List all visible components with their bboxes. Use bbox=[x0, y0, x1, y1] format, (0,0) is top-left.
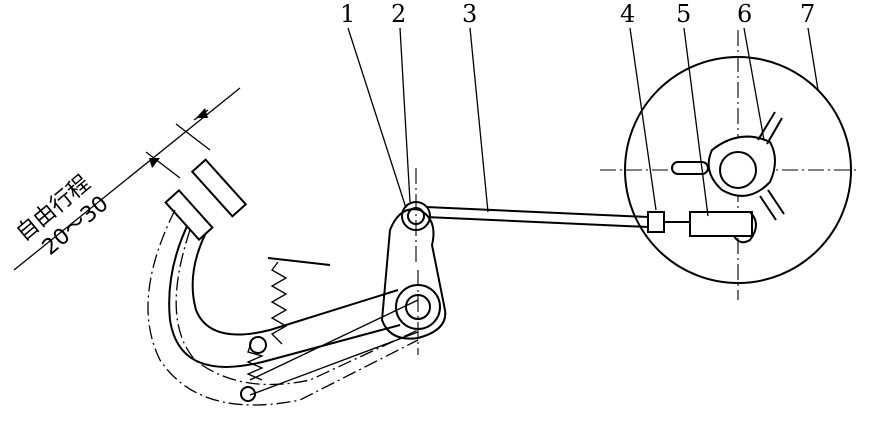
actuator-cylinder bbox=[689, 211, 757, 244]
return-spring bbox=[240, 257, 331, 402]
part-label-6: 6 bbox=[737, 0, 752, 28]
part-label-4: 4 bbox=[620, 0, 635, 28]
free-travel-dimension bbox=[13, 87, 241, 271]
push-rod bbox=[425, 206, 649, 228]
pedal-crank bbox=[380, 168, 447, 355]
brake-cam bbox=[671, 111, 785, 221]
pedal-lever bbox=[164, 158, 401, 368]
part-label-3: 3 bbox=[462, 0, 477, 28]
part-label-1: 1 bbox=[340, 0, 355, 28]
pedal-travel-outlines bbox=[147, 209, 419, 406]
part-label-2: 2 bbox=[391, 0, 406, 28]
leader-lines bbox=[347, 27, 819, 217]
part-label-5: 5 bbox=[676, 0, 691, 28]
part-label-7: 7 bbox=[800, 0, 815, 28]
rod-clevis bbox=[647, 211, 690, 233]
